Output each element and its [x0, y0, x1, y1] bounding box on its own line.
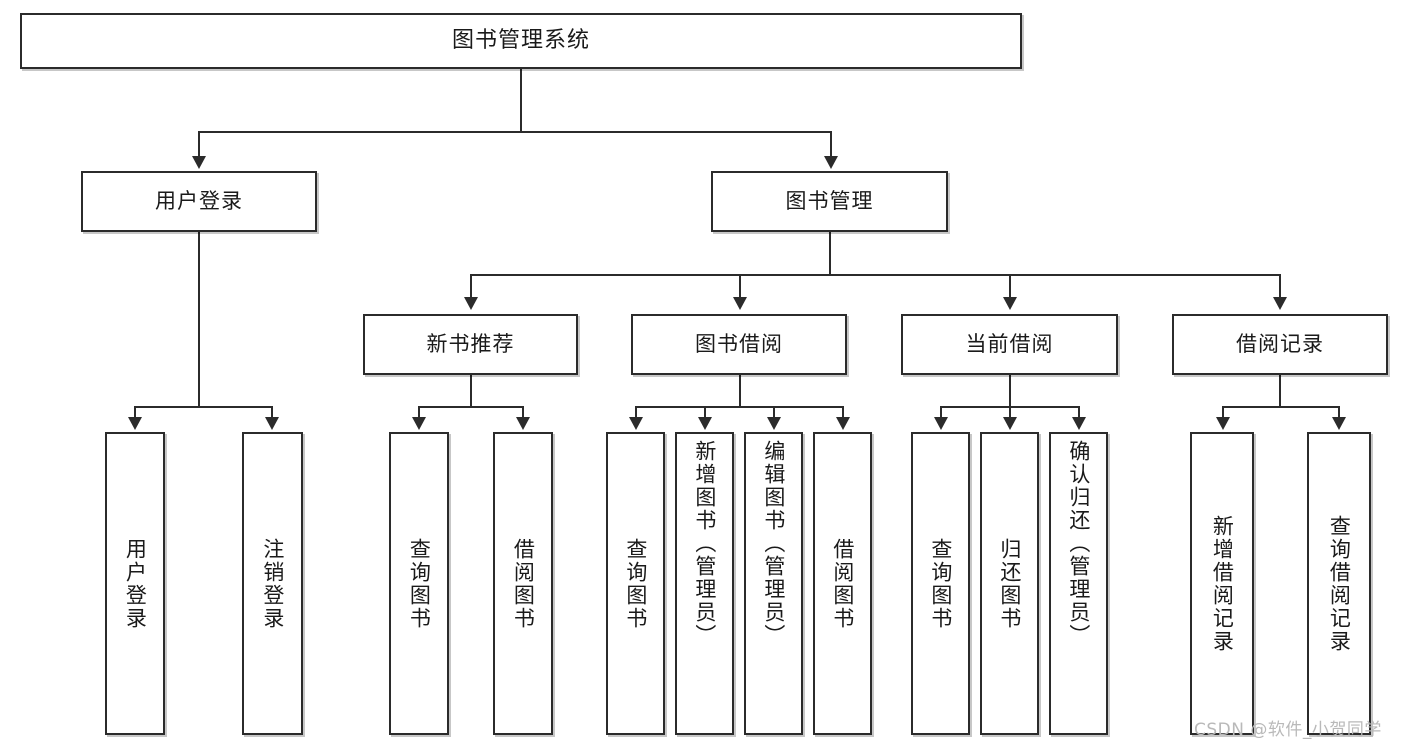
connector-current-borrow-stem [1009, 375, 1011, 407]
connector-new-book-leaf-2 [522, 406, 524, 419]
connector-current-borrow-leaf-2 [1009, 406, 1011, 419]
arrow-book-borrow-leaf-3 [767, 417, 781, 430]
connector-book-manage-stem [829, 232, 831, 274]
connector-book-borrow-leaf-3 [773, 406, 775, 419]
node-current-borrow-label: 当前借阅 [965, 332, 1054, 357]
connector-book-borrow-leaf-2 [704, 406, 706, 419]
connector-book-borrow-leaf-1 [635, 406, 637, 419]
connector-book-manage-bus [470, 274, 1280, 276]
connector-new-book-bus [418, 406, 523, 408]
connector-borrow-record-bus [1222, 406, 1339, 408]
node-leaf-add-book-admin-label: 新增图书（管理员） [692, 440, 717, 647]
connector-book-borrow-bus [635, 406, 844, 408]
node-leaf-borrow-book-2-label: 借阅图书 [830, 537, 855, 630]
node-book-manage-label: 图书管理 [785, 189, 874, 214]
node-leaf-query-book-1[interactable]: 查询图书 [389, 432, 449, 735]
connector-user-login-leaf-1 [134, 406, 136, 419]
arrow-current-borrow-leaf-2 [1003, 417, 1017, 430]
node-book-manage[interactable]: 图书管理 [711, 171, 948, 232]
node-leaf-add-borrow-record[interactable]: 新增借阅记录 [1190, 432, 1254, 735]
node-leaf-edit-book-admin-label: 编辑图书（管理员） [761, 440, 786, 647]
node-user-login-label: 用户登录 [155, 189, 243, 214]
node-leaf-return-book-label: 归还图书 [997, 537, 1022, 630]
connector-user-login-bus [134, 406, 272, 408]
node-root[interactable]: 图书管理系统 [20, 13, 1022, 69]
connector-to-current-borrow [1009, 274, 1011, 299]
node-leaf-confirm-return-admin-label: 确认归还（管理员） [1066, 440, 1091, 647]
arrow-to-current-borrow [1003, 297, 1017, 310]
connector-borrow-record-stem [1279, 375, 1281, 407]
node-borrow-record-label: 借阅记录 [1236, 332, 1324, 357]
node-leaf-logout-login-label: 注销登录 [260, 537, 285, 630]
node-leaf-query-book-1-label: 查询图书 [407, 537, 432, 630]
csdn-watermark: CSDN @软件_小贺同学 [1194, 720, 1382, 740]
node-leaf-query-book-2-label: 查询图书 [623, 537, 648, 630]
connector-book-borrow-stem [739, 375, 741, 407]
node-leaf-user-login[interactable]: 用户登录 [105, 432, 165, 735]
connector-user-login-stem [198, 232, 200, 407]
node-leaf-query-book-3[interactable]: 查询图书 [911, 432, 970, 735]
arrow-borrow-record-leaf-1 [1216, 417, 1230, 430]
node-leaf-query-borrow-record-label: 查询借阅记录 [1327, 514, 1352, 653]
connector-new-book-stem [470, 375, 472, 407]
arrow-root-to-user-login [192, 156, 206, 169]
arrow-user-login-leaf-1 [128, 417, 142, 430]
node-leaf-borrow-book-1[interactable]: 借阅图书 [493, 432, 553, 735]
arrow-user-login-leaf-2 [265, 417, 279, 430]
arrow-to-borrow-record [1273, 297, 1287, 310]
node-leaf-borrow-book-1-label: 借阅图书 [511, 537, 536, 630]
node-leaf-borrow-book-2[interactable]: 借阅图书 [813, 432, 872, 735]
node-new-book-recommend-label: 新书推荐 [426, 332, 515, 357]
node-borrow-record[interactable]: 借阅记录 [1172, 314, 1388, 375]
arrow-borrow-record-leaf-2 [1332, 417, 1346, 430]
node-user-login[interactable]: 用户登录 [81, 171, 317, 232]
node-leaf-query-book-3-label: 查询图书 [928, 537, 953, 630]
node-leaf-logout-login[interactable]: 注销登录 [242, 432, 303, 735]
connector-borrow-record-leaf-1 [1222, 406, 1224, 419]
node-leaf-confirm-return-admin[interactable]: 确认归还（管理员） [1049, 432, 1108, 735]
node-root-label: 图书管理系统 [451, 28, 590, 54]
arrow-current-borrow-leaf-3 [1072, 417, 1086, 430]
node-leaf-query-book-2[interactable]: 查询图书 [606, 432, 665, 735]
connector-to-borrow-record [1279, 274, 1281, 299]
arrow-to-new-book-recommend [464, 297, 478, 310]
connector-new-book-leaf-1 [418, 406, 420, 419]
connector-to-new-book-recommend [470, 274, 472, 299]
connector-to-book-borrow [739, 274, 741, 299]
node-new-book-recommend[interactable]: 新书推荐 [363, 314, 578, 375]
node-leaf-edit-book-admin[interactable]: 编辑图书（管理员） [744, 432, 803, 735]
connector-root-to-book-manage [830, 131, 832, 158]
node-leaf-return-book[interactable]: 归还图书 [980, 432, 1039, 735]
node-leaf-user-login-label: 用户登录 [123, 537, 148, 630]
connector-book-borrow-leaf-4 [842, 406, 844, 419]
arrow-book-borrow-leaf-4 [836, 417, 850, 430]
connector-root-stem [520, 69, 522, 131]
node-leaf-add-borrow-record-label: 新增借阅记录 [1210, 514, 1235, 653]
node-leaf-add-book-admin[interactable]: 新增图书（管理员） [675, 432, 734, 735]
connector-root-bus [198, 131, 832, 133]
node-book-borrow[interactable]: 图书借阅 [631, 314, 847, 375]
arrow-to-book-borrow [733, 297, 747, 310]
connector-root-to-user-login [198, 131, 200, 158]
node-book-borrow-label: 图书借阅 [695, 332, 783, 357]
arrow-book-borrow-leaf-2 [698, 417, 712, 430]
node-current-borrow[interactable]: 当前借阅 [901, 314, 1118, 375]
arrow-new-book-leaf-1 [412, 417, 426, 430]
connector-borrow-record-leaf-2 [1338, 406, 1340, 419]
connector-current-borrow-leaf-1 [940, 406, 942, 419]
arrow-current-borrow-leaf-1 [934, 417, 948, 430]
connector-user-login-leaf-2 [271, 406, 273, 419]
arrow-new-book-leaf-2 [516, 417, 530, 430]
arrow-root-to-book-manage [824, 156, 838, 169]
node-leaf-query-borrow-record[interactable]: 查询借阅记录 [1307, 432, 1371, 735]
connector-current-borrow-leaf-3 [1078, 406, 1080, 419]
arrow-book-borrow-leaf-1 [629, 417, 643, 430]
